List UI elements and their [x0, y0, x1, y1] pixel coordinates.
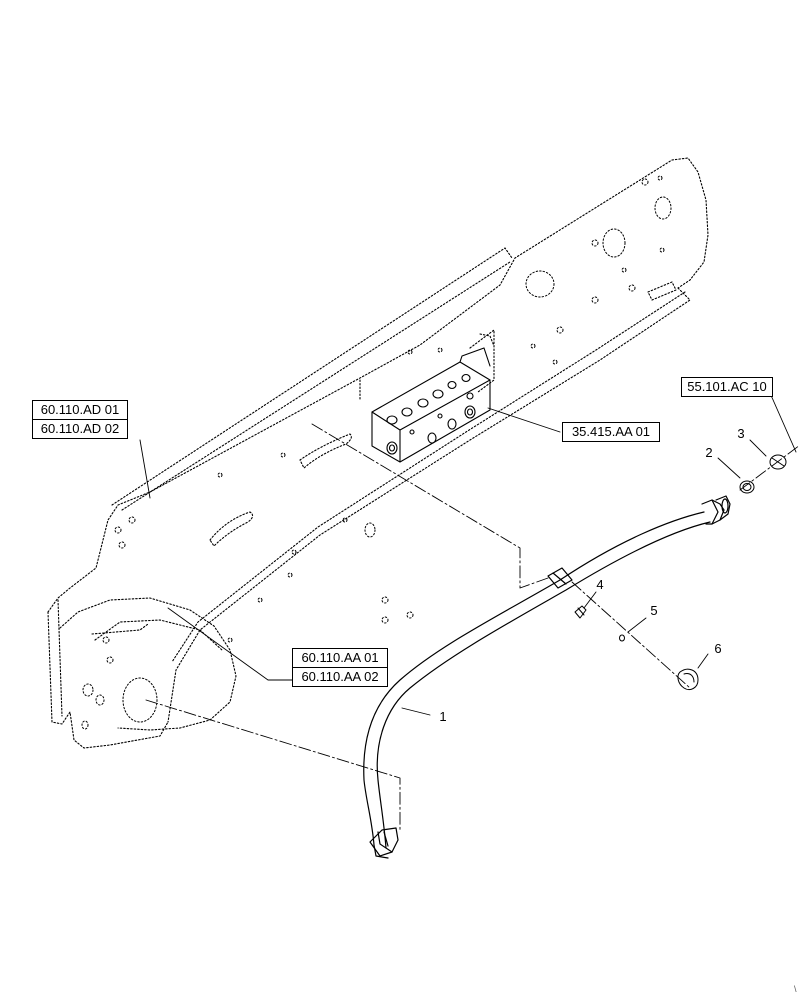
ref-label-60-110-aa-01[interactable]: 60.110.AA 01 — [292, 648, 388, 668]
ref-label-60-110-ad-02[interactable]: 60.110.AD 02 — [32, 419, 128, 439]
corner-mark: \ — [794, 984, 797, 994]
callout-2[interactable]: 2 — [705, 445, 713, 460]
callout-3[interactable]: 3 — [737, 426, 745, 441]
clip-item-4 — [574, 605, 587, 619]
callout-5[interactable]: 5 — [650, 603, 658, 618]
callout-1[interactable]: 1 — [439, 709, 447, 724]
callout-4[interactable]: 4 — [596, 577, 604, 592]
hose-assembly — [363, 495, 731, 859]
ref-label-35-415-aa-01[interactable]: 35.415.AA 01 — [562, 422, 660, 442]
frame-holes — [81, 175, 672, 730]
valve-block — [371, 347, 491, 463]
bolt-item-5 — [619, 634, 625, 642]
leader-lines — [139, 392, 797, 716]
center-lines — [145, 423, 801, 831]
ref-label-60-110-aa-02[interactable]: 60.110.AA 02 — [292, 667, 388, 687]
ref-label-60-110-ad-01[interactable]: 60.110.AD 01 — [32, 400, 128, 420]
ref-label-55-101-ac-10[interactable]: 55.101.AC 10 — [681, 377, 773, 397]
callout-6[interactable]: 6 — [714, 641, 722, 656]
clamp-item-6 — [677, 668, 699, 691]
frame-rail — [47, 157, 709, 749]
seal-ring-item-2 — [739, 480, 755, 494]
